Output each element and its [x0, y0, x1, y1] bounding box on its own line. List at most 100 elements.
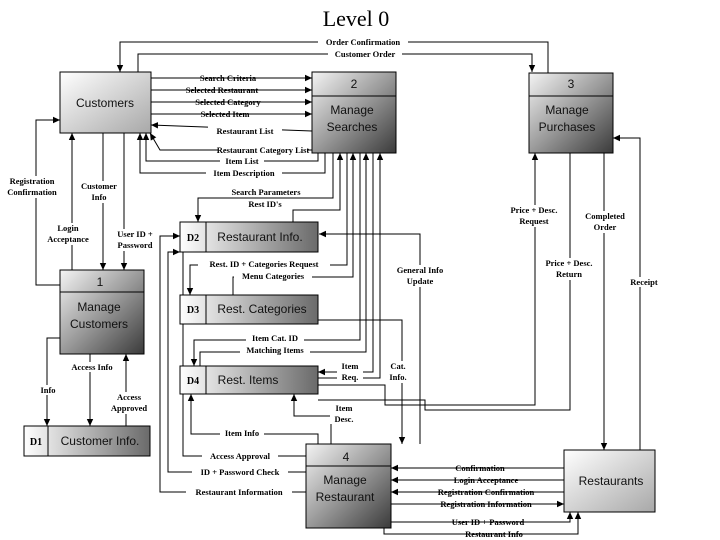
process-3-line2: Purchases [539, 120, 596, 134]
process-4-number: 4 [343, 450, 350, 464]
label-update: Update [407, 276, 434, 286]
process-manage-customers[interactable]: 1 Manage Customers [59, 269, 145, 355]
flow-receipt [613, 134, 641, 450]
label-price-desc-return-2: Return [556, 269, 582, 279]
process-3-line1: Manage [545, 103, 589, 117]
label-order: Order [594, 222, 617, 232]
label-login-acceptance-r: Login Acceptance [454, 475, 519, 485]
process-1-line2: Customers [70, 317, 128, 331]
label-selected-category: Selected Category [195, 97, 261, 107]
datastore-rest-items[interactable]: D4 Rest. Items [179, 365, 319, 395]
entity-restaurants-label: Restaurants [579, 474, 644, 488]
datastore-d3-name: Rest. Categories [217, 302, 306, 316]
flow-id-password-check [167, 248, 306, 473]
label-info: Info [40, 385, 55, 395]
flow-restaurant-info [383, 512, 582, 535]
label-price-desc-request-1: Price + Desc. [510, 205, 557, 215]
datastore-d1-name: Customer Info. [61, 434, 140, 448]
label-userid-password-r: User ID + Password [452, 517, 525, 527]
flow-rest-ids [292, 153, 344, 222]
label-confirmation-r: Confirmation [455, 463, 505, 473]
flow-price-desc-return [318, 153, 571, 411]
label-price-desc-return-1: Price + Desc. [545, 258, 592, 268]
flow-info [43, 337, 60, 426]
label-customer: Customer [81, 181, 117, 191]
process-manage-restaurant[interactable]: 4 Manage Restaurant [305, 443, 392, 529]
datastore-d2-name: Restaurant Info. [217, 230, 302, 244]
label-search-criteria: Search Criteria [200, 73, 257, 83]
label-registration-information: Registration Information [440, 499, 532, 509]
label-userid: User ID + [117, 229, 153, 239]
entity-restaurants[interactable]: Restaurants [563, 449, 656, 513]
entity-customers-label: Customers [76, 96, 134, 110]
process-3-number: 3 [568, 77, 575, 91]
label-item-description: Item Description [213, 168, 274, 178]
label-cat-info-1: Cat. [390, 361, 405, 371]
label-receipt: Receipt [630, 277, 658, 287]
process-2-line2: Searches [327, 120, 378, 134]
label-completed: Completed [585, 211, 625, 221]
datastore-d2-id: D2 [187, 233, 199, 244]
process-1-line1: Manage [77, 300, 121, 314]
label-registration-confirmation-r: Registration Confirmation [438, 487, 535, 497]
label-acceptance: Acceptance [47, 234, 89, 244]
flow-item-req [318, 153, 374, 376]
label-selected-item: Selected Item [201, 109, 250, 119]
flow-search-parameters [194, 153, 334, 222]
process-2-line1: Manage [330, 103, 374, 117]
label-rest-id-categories-request: Rest. ID + Categories Request [210, 259, 319, 269]
process-4-line2: Restaurant [316, 490, 375, 504]
datastore-restaurant-info[interactable]: D2 Restaurant Info. [179, 221, 319, 253]
label-login: Login [57, 223, 79, 233]
label-item-desc-2: Desc. [334, 414, 353, 424]
flow-registration-confirmation [35, 116, 60, 286]
process-manage-purchases[interactable]: 3 Manage Purchases [528, 72, 614, 154]
label-item-list: Item List [225, 156, 258, 166]
label-access-info: Access Info [71, 362, 112, 372]
label-price-desc-request-2: Request [519, 216, 548, 226]
label-access-approval: Access Approval [210, 451, 271, 461]
label-restaurant-information: Restaurant Information [195, 487, 282, 497]
flow-cat-info [318, 319, 406, 444]
flow-userid-password-r [391, 512, 574, 523]
label-restaurant-info: Restaurant Info [465, 529, 523, 539]
process-manage-searches[interactable]: 2 Manage Searches [311, 71, 397, 154]
label-item-desc-1: Item [336, 403, 353, 413]
diagram-title: Level 0 [323, 6, 390, 31]
label-selected-restaurant: Selected Restaurant [186, 85, 259, 95]
label-confirmation: Confirmation [7, 187, 57, 197]
datastore-rest-categories[interactable]: D3 Rest. Categories [179, 294, 319, 325]
label-id-password-check: ID + Password Check [201, 467, 280, 477]
flow-price-desc-request [318, 153, 539, 406]
datastore-d3-id: D3 [187, 305, 199, 316]
label-customer-order: Customer Order [335, 49, 396, 59]
entity-customers[interactable]: Customers [59, 71, 152, 134]
datastore-customer-info[interactable]: D1 Customer Info. [23, 425, 151, 457]
label-cat-info-2: Info. [389, 372, 406, 382]
label-restaurant-list: Restaurant List [217, 126, 274, 136]
label-item-cat-id: Item Cat. ID [252, 333, 298, 343]
process-1-number: 1 [97, 275, 104, 289]
process-4-line1: Manage [323, 473, 367, 487]
label-search-parameters: Search Parameters [232, 187, 302, 197]
flow-rest-items-update [290, 394, 332, 444]
flow-labels: Order Confirmation Customer Order Search… [4, 37, 662, 539]
label-general-info: General Info [397, 265, 444, 275]
datastore-d4-id: D4 [187, 376, 199, 387]
label-customer-info: Info [91, 192, 106, 202]
label-rest-ids: Rest ID's [248, 199, 282, 209]
label-item-req-2: Req. [342, 372, 359, 382]
label-registration: Registration [10, 176, 55, 186]
label-approved: Approved [111, 403, 147, 413]
label-restaurant-category-list: Restaurant Category List [217, 145, 310, 155]
datastore-d4-name: Rest. Items [218, 373, 279, 387]
process-2-number: 2 [351, 77, 358, 91]
flow-general-info-update [319, 230, 421, 444]
label-menu-categories: Menu Categories [242, 271, 305, 281]
flow-lines [35, 41, 641, 535]
label-matching-items: Matching Items [246, 345, 304, 355]
label-order-confirmation: Order Confirmation [326, 37, 400, 47]
label-item-req-1: Item [342, 361, 359, 371]
